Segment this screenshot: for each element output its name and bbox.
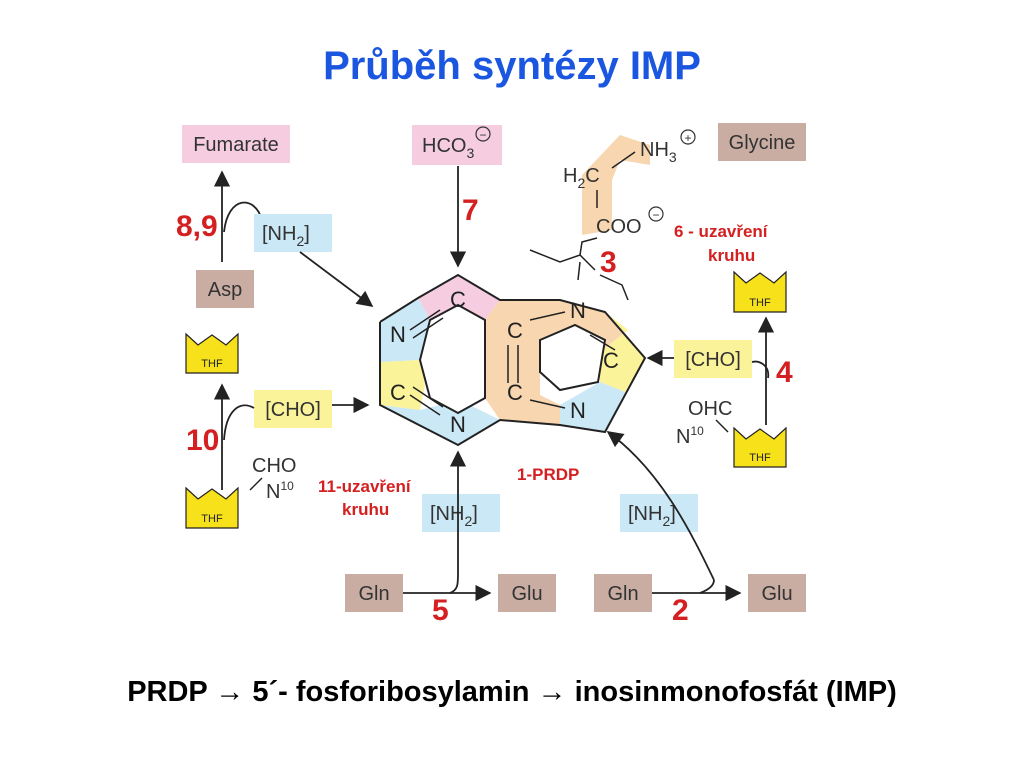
ring-atom-c-top: C xyxy=(450,287,466,312)
gln-left-box: Gln xyxy=(345,574,403,612)
hco3-charge: − xyxy=(479,128,486,142)
glycine-structure: NH3 + H2C COO − xyxy=(529,129,696,301)
step-10: 10 xyxy=(186,424,219,457)
step-2: 2 xyxy=(672,594,689,627)
nh3-charge: + xyxy=(684,131,691,145)
step-11-line1: 11-uzavření xyxy=(318,477,412,496)
nh2-right-label: [NH2] xyxy=(628,503,676,529)
nh2-left-box: [NH2] xyxy=(254,214,332,252)
n10-left-label: N10 xyxy=(266,479,294,503)
asp-label: Asp xyxy=(208,279,242,301)
nh2-bottom-label: [NH2] xyxy=(430,503,478,529)
asp-box: Asp xyxy=(196,270,254,308)
slide-title: Průběh syntézy IMP xyxy=(323,44,701,88)
gln-right-box: Gln xyxy=(594,574,652,612)
glu-left-box: Glu xyxy=(498,574,556,612)
cho-left-label: [CHO] xyxy=(265,399,321,421)
slide-caption: PRDP → 5´- fosforibosylamin → inosinmono… xyxy=(127,676,897,708)
glycine-label: Glycine xyxy=(729,132,796,154)
fumarate-box: Fumarate xyxy=(182,125,290,163)
step-7: 7 xyxy=(462,194,479,227)
glu-right-label: Glu xyxy=(761,583,792,605)
thf-label: THF xyxy=(201,358,223,370)
ohc-label: OHC xyxy=(688,398,732,420)
ring-atom-c-left: C xyxy=(390,380,406,405)
fumarate-label: Fumarate xyxy=(193,134,279,156)
glycine-box: Glycine xyxy=(718,123,806,161)
hco3-box: HCO3 − xyxy=(412,125,502,165)
thf-label: THF xyxy=(749,452,771,464)
ring-region-blue-bottom xyxy=(380,400,500,445)
ring-atom-n-left: N xyxy=(390,322,406,347)
nh2-right-box: [NH2] xyxy=(620,494,698,532)
step-11-line2: kruhu xyxy=(342,500,389,519)
nh2-left-label: [NH2] xyxy=(262,223,310,249)
cho-formyl-label: CHO xyxy=(252,455,296,477)
thf-tub-bottom-right: THF xyxy=(733,426,787,468)
hco3-label: HCO3 xyxy=(422,135,474,161)
thf-tub-bottom-left: THF xyxy=(185,486,239,529)
step-6-line1: 6 - uzavření xyxy=(674,222,769,241)
h2c-label: H2C xyxy=(563,165,600,191)
step-6-line2: kruhu xyxy=(708,246,755,265)
n10-right-label: N10 xyxy=(676,424,704,448)
ring-region-peach xyxy=(485,300,628,425)
nh2-bottom-box: [NH2] xyxy=(422,494,500,532)
nh3-label: NH3 xyxy=(640,139,677,165)
coo-label: COO xyxy=(596,216,642,238)
step-3: 3 xyxy=(600,246,617,279)
gln-right-label: Gln xyxy=(607,583,638,605)
ring-region-blue-right xyxy=(560,382,625,432)
purine-ring: C N C N C C N C N xyxy=(379,273,647,447)
ring-atom-c-mid-top: C xyxy=(507,318,523,343)
ring-atom-n-bottom-right: N xyxy=(570,398,586,423)
coo-charge: − xyxy=(652,208,659,222)
thf-tub-top-left: THF xyxy=(185,332,239,374)
gln-left-label: Gln xyxy=(358,583,389,605)
step-1: 1-PRDP xyxy=(517,465,579,484)
ring-region-yellow-right xyxy=(600,312,645,392)
thf-label: THF xyxy=(749,297,771,309)
thf-label: THF xyxy=(201,513,223,525)
step-8-9: 8,9 xyxy=(176,210,218,243)
cho-right-box: [CHO] xyxy=(674,340,752,378)
ring-atom-n-bottom: N xyxy=(450,412,466,437)
ring-region-blue-left xyxy=(380,298,430,362)
thf-tub-top-right: THF xyxy=(733,270,787,313)
cho-right-label: [CHO] xyxy=(685,349,741,371)
cho-left-box: [CHO] xyxy=(254,390,332,428)
ring-atom-c-mid-bottom: C xyxy=(507,380,523,405)
glu-right-box: Glu xyxy=(748,574,806,612)
ring-atom-c-right: C xyxy=(603,348,619,373)
step-4: 4 xyxy=(776,356,793,389)
ring-atom-n-top-right: N xyxy=(570,298,586,323)
glu-left-label: Glu xyxy=(511,583,542,605)
step-5: 5 xyxy=(432,594,449,627)
